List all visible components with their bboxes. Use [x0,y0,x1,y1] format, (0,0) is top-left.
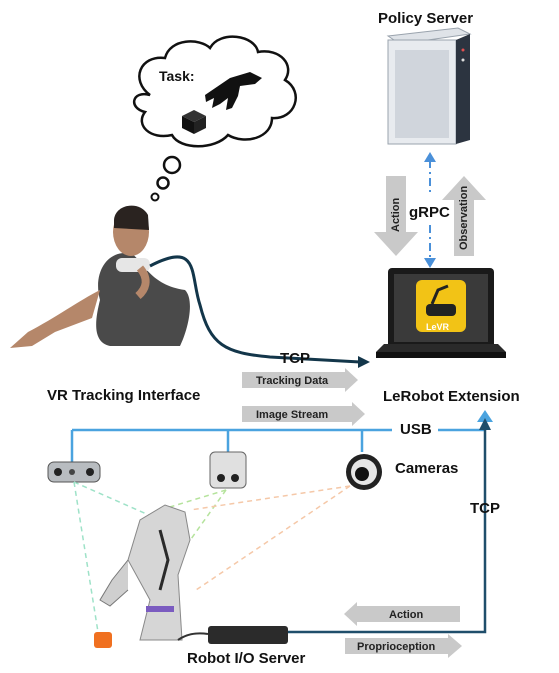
robot-action-label: Action [389,609,424,621]
grpc-observation-label: Observation [458,186,470,250]
camera-view-lines [73,481,351,633]
tracking-data-label: Tracking Data [256,375,329,387]
action-down-arrow [374,176,418,256]
robot-io-server-box [208,626,288,644]
lerobot-extension-label: LeRobot Extension [383,388,520,405]
grpc-dashed-link [424,152,436,268]
levr-logo [416,280,466,332]
policy-server-label: Policy Server [378,10,474,27]
robot-action-arrow [344,602,460,626]
robot-io-server-label: Robot I/O Server [187,650,306,667]
grpc-action-label: Action [390,198,402,233]
grpc-label: gRPC [409,204,450,221]
cube-icon [182,110,206,134]
thought-bubble [133,35,297,202]
orange-cube [94,632,112,648]
robot-tcp-label: TCP [470,500,500,517]
policy-server-tower [386,27,472,145]
grasping-hand-icon [205,72,262,110]
proprioception-label: Proprioception [357,641,436,653]
vr-tracking-interface-label: VR Tracking Interface [47,387,201,404]
vr-tcp-arrowhead [358,356,370,368]
vr-tcp-label: TCP [280,350,310,367]
robot-io-tcp-arrowhead [479,418,491,430]
vr-person [10,205,190,348]
task-label: Task: [159,68,195,84]
tracking-data-arrow [242,368,358,392]
levr-logo-text: LeVR [426,322,450,332]
robot-io-tcp-line [288,428,487,634]
cameras-label: Cameras [395,460,459,477]
image-stream-arrow [242,402,365,426]
usb-label: USB [400,421,432,438]
robot-io-cable [177,632,209,641]
round-camera-icon [346,454,382,490]
observation-up-arrow [442,176,486,256]
stereo-camera-icon [47,461,101,483]
proprioception-arrow [345,634,462,658]
image-stream-label: Image Stream [256,409,328,421]
robot-arm [99,504,191,641]
vr-tcp-cable [149,255,361,364]
cube-camera-icon [209,451,247,489]
